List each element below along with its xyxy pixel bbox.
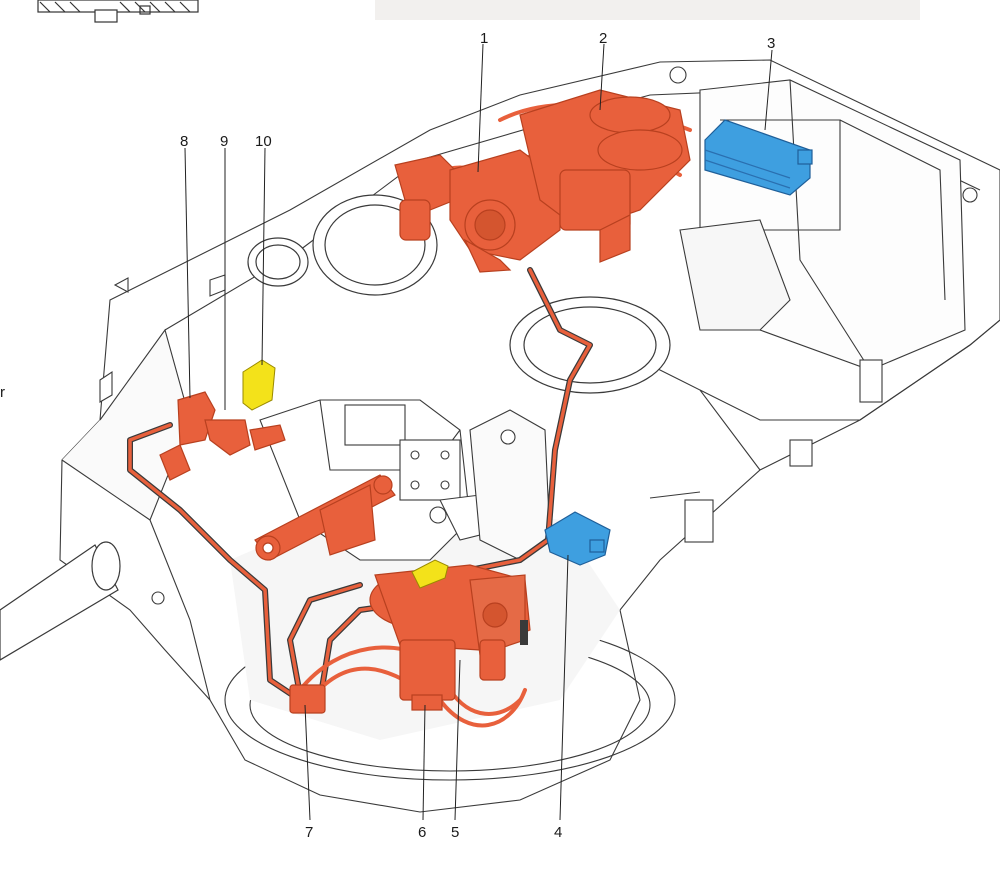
component-1-hydraulic-drive — [394, 149, 561, 273]
sensor-unit-gearbox — [411, 559, 449, 589]
callout-4: 4 — [554, 824, 562, 841]
component-4-control-box — [544, 511, 611, 566]
callout-3: 3 — [767, 35, 775, 52]
component-7-valve-block — [289, 684, 326, 714]
callout-10: 10 — [255, 133, 272, 150]
callout-5: 5 — [451, 824, 459, 841]
elevation-cylinder — [254, 474, 396, 561]
inset-shadow — [375, 0, 920, 20]
callout-8: 8 — [180, 133, 188, 150]
component-3-electronics-box — [704, 119, 813, 196]
component-2-power-pack — [519, 89, 691, 263]
component-5-6-traverse-drive — [369, 564, 531, 711]
gunner-periscope-ring — [247, 237, 309, 287]
edge-letter: r — [0, 384, 5, 401]
seat-bracket — [469, 409, 551, 561]
component-8-gunner-control — [159, 391, 286, 481]
gun-barrel — [0, 541, 121, 661]
callout-1: 1 — [480, 30, 488, 47]
inset-fragment — [37, 0, 199, 23]
callout-2: 2 — [599, 30, 607, 47]
callout-6: 6 — [418, 824, 426, 841]
leader-lines — [184, 43, 773, 821]
callout-9: 9 — [220, 133, 228, 150]
callout-7: 7 — [305, 824, 313, 841]
